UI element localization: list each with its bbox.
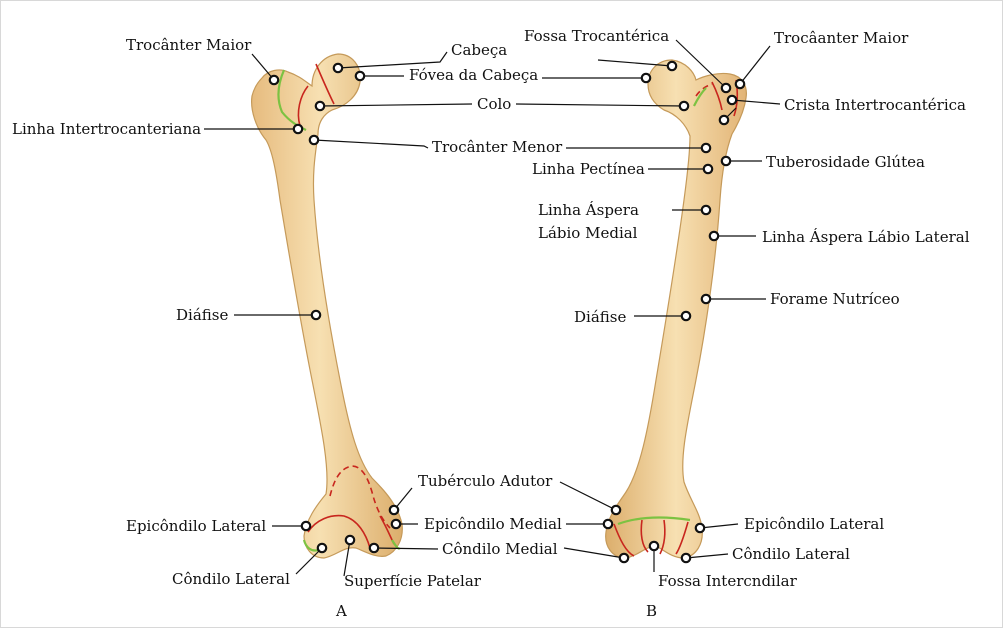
label-a-condilo-lateral: Côndilo Lateral (172, 570, 290, 588)
leader-lines (204, 39, 781, 577)
label-a-diafise: Diáfise (176, 306, 228, 324)
label-a-cabeca: Cabeça (451, 41, 507, 59)
label-b-linha-pectinea: Linha Pectínea (532, 160, 645, 178)
pin-a-epicondilo-medial (390, 518, 402, 530)
pin-b-epicondilo-lateral (694, 522, 706, 534)
label-a-tuberculo-adutor: Tubérculo Adutor (418, 472, 553, 490)
pin-b-condilo-lateral (680, 552, 692, 564)
pin-a-tuberculo-adutor (388, 504, 400, 516)
label-a-colo: Colo (477, 95, 511, 113)
label-a-trocanter-maior: Trocânter Maior (126, 36, 252, 54)
pin-a-cabeca (332, 62, 344, 74)
pin-a-condilo-lateral (316, 542, 328, 554)
femur-b-bone (605, 59, 747, 559)
labels-figure-a: Trocânter Maior Cabeça Fóvea da Cabeça C… (12, 36, 563, 620)
label-b-fossa-intercondilar: Fossa Intercndilar (658, 572, 798, 590)
label-a-epicondilo-lateral: Epicôndilo Lateral (126, 517, 266, 535)
pin-a-superficie-patelar (344, 534, 356, 546)
label-b-diafise: Diáfise (574, 308, 626, 326)
pin-markers (268, 60, 746, 564)
pin-b-condilo-medial (618, 552, 630, 564)
pin-a-fovea (354, 70, 366, 82)
label-b-trocanter-maior: Trocâanter Maior (774, 29, 909, 47)
pin-b-linha-aspera-medial (700, 204, 712, 216)
labels-figure-b: Fossa Trocantérica Trocâanter Maior Cris… (524, 27, 970, 620)
pin-b-forame (700, 293, 712, 305)
pin-b-epicondilo-medial (602, 518, 614, 530)
label-b-tuberosidade-glutea: Tuberosidade Glútea (766, 153, 925, 171)
pin-b-fossa-intercondilar (648, 540, 660, 552)
pin-b-tuberculo (610, 504, 622, 516)
pin-b-fossa-trocanterica (720, 82, 732, 94)
pin-b-crista (726, 94, 738, 106)
label-b-forame-nutriceo: Forame Nutríceo (770, 290, 900, 308)
label-b-crista-intertrocanterica: Crista Intertrocantérica (784, 96, 966, 114)
caption-figure-b: B (646, 602, 657, 620)
pin-b-linha-aspera-lateral (708, 230, 720, 242)
pin-a-trocanter-maior (268, 74, 280, 86)
pin-a-epicondilo-lateral (300, 520, 312, 532)
pin-a-linha-intertrocanteriana (292, 123, 304, 135)
label-a-linha-intertrocanteriana: Linha Intertrocanteriana (12, 120, 201, 138)
label-a-trocanter-menor: Trocânter Menor (432, 138, 563, 156)
caption-figure-a: A (335, 602, 347, 620)
femur-a-bone (251, 53, 403, 559)
pin-a-diafise (310, 309, 322, 321)
label-b-linha-aspera-2: Lábio Medial (538, 224, 638, 242)
label-b-linha-aspera-1: Linha Áspera (538, 201, 639, 219)
pin-b-trocanter-maior (734, 78, 746, 90)
pin-b-cabeca-top (666, 60, 678, 72)
pin-b-tuberosidade (720, 155, 732, 167)
label-b-epicondilo-lateral: Epicôndilo Lateral (744, 515, 884, 533)
pin-a-colo (314, 100, 326, 112)
pin-a-trocanter-menor (308, 134, 320, 146)
pin-b-fovea (640, 72, 652, 84)
label-a-epicondilo-medial: Epicôndilo Medial (424, 515, 562, 533)
label-b-fossa-trocanterica: Fossa Trocantérica (524, 27, 669, 45)
pin-b-trocanter-menor (700, 142, 712, 154)
label-a-fovea-cabeca: Fóvea da Cabeça (409, 66, 538, 84)
label-b-condilo-lateral: Côndilo Lateral (732, 545, 850, 563)
pin-b-colo (678, 100, 690, 112)
label-a-condilo-medial: Côndilo Medial (442, 540, 558, 558)
pin-b-diafise (680, 310, 692, 322)
label-b-linha-aspera-lateral: Linha Áspera Lábio Lateral (762, 228, 970, 246)
pin-a-condilo-medial (368, 542, 380, 554)
pin-b-crista-lower (718, 114, 730, 126)
pin-b-linha-pectinea (702, 163, 714, 175)
label-a-superficie-patelar: Superfície Patelar (344, 572, 482, 590)
